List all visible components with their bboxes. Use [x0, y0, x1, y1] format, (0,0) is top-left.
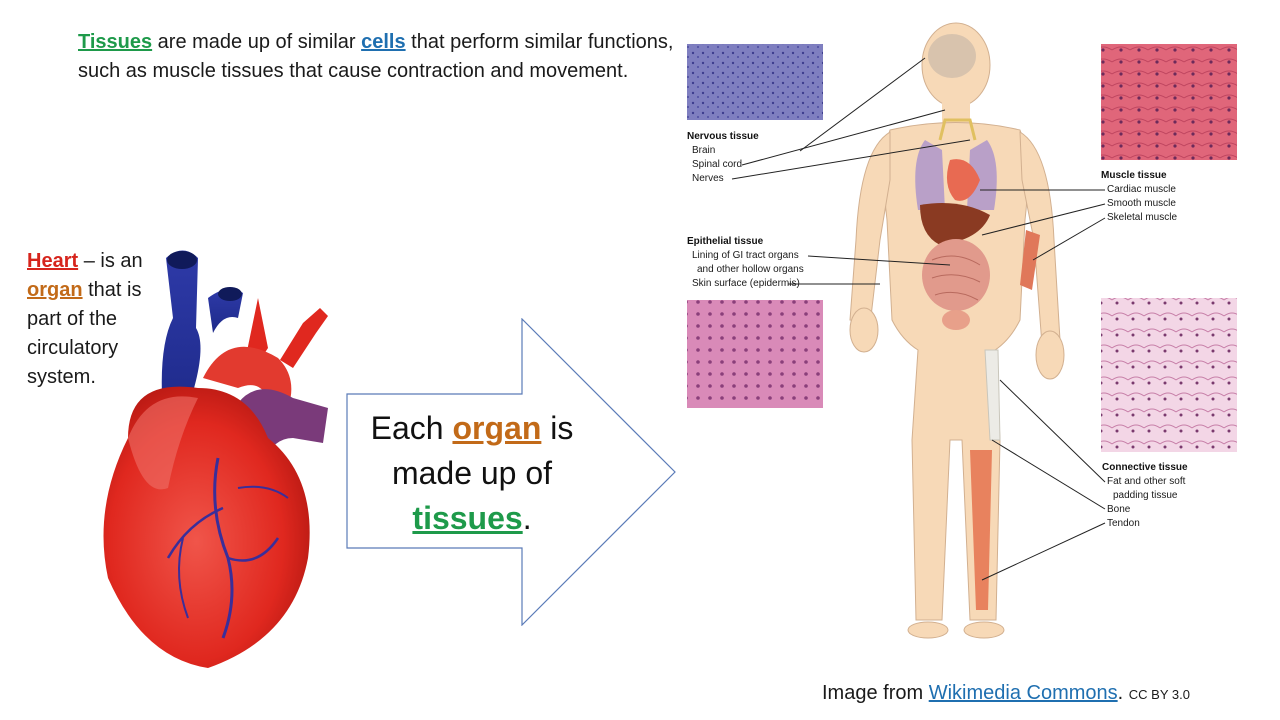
nervous-item-spinal-cord: Spinal cord — [692, 159, 742, 170]
keyword-tissues: Tissues — [78, 31, 153, 53]
connective-tissue-micrograph — [1101, 298, 1237, 452]
epithelial-item-gi-lining: Lining of GI tract organs — [692, 250, 799, 261]
connective-item-fat: Fat and other soft — [1107, 476, 1186, 487]
intro-text-2: that perform similar functions, such as … — [78, 31, 674, 82]
epithelial-tissue-heading: Epithelial tissue — [687, 236, 764, 247]
epithelial-tissue-micrograph — [687, 300, 823, 408]
intro-paragraph: Tissues are made up of similar cells tha… — [78, 28, 678, 86]
intro-text-1: are made up of similar — [152, 31, 362, 53]
muscle-item-cardiac: Cardiac muscle — [1107, 184, 1176, 195]
heart-description: Heart – is an organ that is part of the … — [27, 247, 167, 392]
connective-item-padding: padding tissue — [1113, 490, 1178, 501]
wikimedia-commons-link[interactable]: Wikimedia Commons — [928, 682, 1118, 704]
leader-lines — [731, 57, 1106, 581]
heart-text-2: that is part of the circulatory system. — [27, 279, 142, 388]
credit-dot: . — [1117, 682, 1124, 704]
arrow-text-1: Each — [370, 410, 453, 446]
keyword-cells: cells — [361, 31, 406, 53]
arrow-text-2: is made up of — [391, 410, 574, 491]
connective-item-tendon: Tendon — [1107, 518, 1140, 529]
keyword-organ: organ — [27, 279, 83, 301]
arrow-caption: Each organ is made up of tissues. — [352, 406, 592, 541]
heart-illustration — [103, 250, 328, 668]
epithelial-item-skin: Skin surface (epidermis) — [692, 278, 800, 289]
arrow-shape — [346, 318, 676, 626]
epithelial-item-hollow-organs: and other hollow organs — [697, 264, 804, 275]
connective-tissue-heading: Connective tissue — [1102, 462, 1188, 473]
keyword-organ-2: organ — [452, 410, 542, 446]
human-body-silhouette — [849, 22, 1065, 639]
connective-item-bone: Bone — [1107, 504, 1131, 515]
keyword-tissues-2: tissues — [412, 500, 523, 536]
muscle-item-smooth: Smooth muscle — [1107, 198, 1176, 209]
tissue-body-diagram: Nervous tissue Brain Spinal cord Nerves … — [687, 22, 1237, 639]
arrow-text-3: . — [522, 500, 532, 536]
heart-text-1: – is an — [78, 250, 143, 272]
nervous-tissue-heading: Nervous tissue — [687, 131, 759, 142]
credit-prefix: Image from — [822, 682, 929, 704]
nervous-item-nerves: Nerves — [692, 173, 724, 184]
keyword-heart: Heart — [27, 250, 79, 272]
nervous-item-brain: Brain — [692, 145, 715, 156]
muscle-tissue-heading: Muscle tissue — [1101, 170, 1167, 181]
muscle-tissue-micrograph — [1101, 44, 1237, 160]
image-credit: Image from Wikimedia Commons. CC BY 3.0 — [822, 682, 1190, 705]
muscle-item-skeletal: Skeletal muscle — [1107, 212, 1177, 223]
license-label: CC BY 3.0 — [1128, 687, 1190, 702]
nervous-tissue-micrograph — [687, 44, 823, 120]
